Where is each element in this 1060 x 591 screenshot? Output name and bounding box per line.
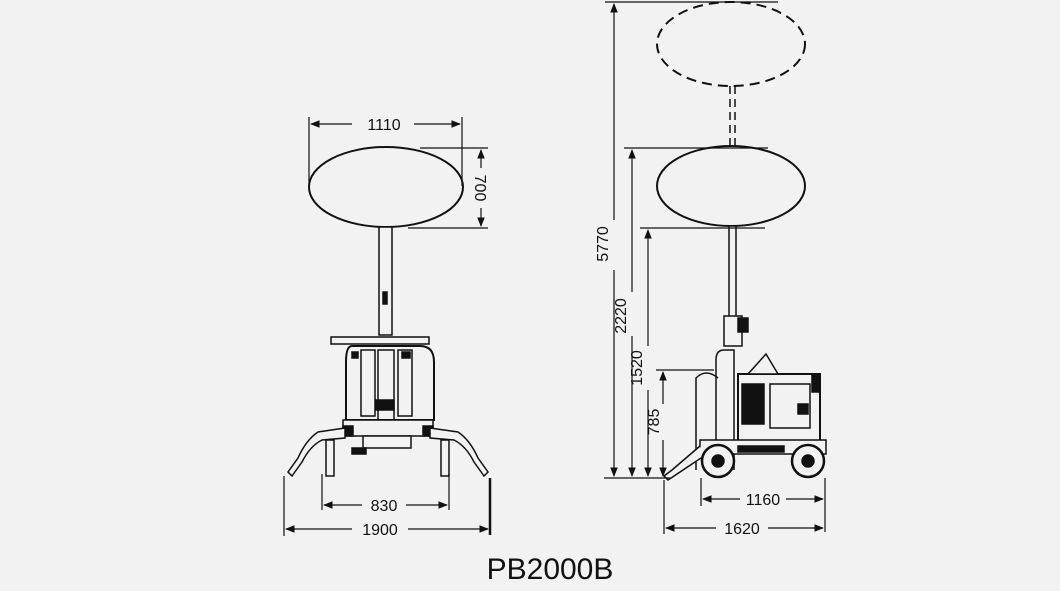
side-rear-wheel	[790, 443, 826, 479]
front-balloon-height-label: 700	[471, 175, 488, 202]
side-max-height-label: 5770	[595, 226, 612, 262]
front-dimensions	[283, 117, 489, 536]
side-view	[656, 1, 827, 481]
side-base-height-label: 785	[646, 409, 663, 436]
side-balloon-extended	[656, 1, 806, 87]
side-retracted-height-label: 2220	[613, 298, 630, 334]
front-right-outrigger	[429, 427, 489, 478]
front-view	[287, 146, 492, 535]
front-balloon-width-label: 1110	[367, 117, 400, 134]
side-dimensions	[604, 1, 826, 534]
side-mast	[728, 225, 737, 319]
front-mast	[378, 226, 393, 336]
front-left-outrigger	[287, 427, 346, 478]
front-balloon	[308, 146, 464, 228]
side-balloon-retracted	[656, 145, 806, 227]
side-overall-length-label: 1620	[724, 521, 760, 538]
model-name: PB2000B	[486, 553, 614, 586]
side-wheelbase-label: 1160	[746, 492, 781, 509]
front-crossbar	[330, 336, 430, 345]
side-front-wheel	[700, 443, 736, 479]
front-outrigger-width-label: 1900	[362, 522, 398, 539]
side-towbar	[662, 445, 705, 481]
side-balloon-base-height-label: 1520	[629, 350, 646, 386]
front-track-width-label: 830	[371, 498, 398, 515]
